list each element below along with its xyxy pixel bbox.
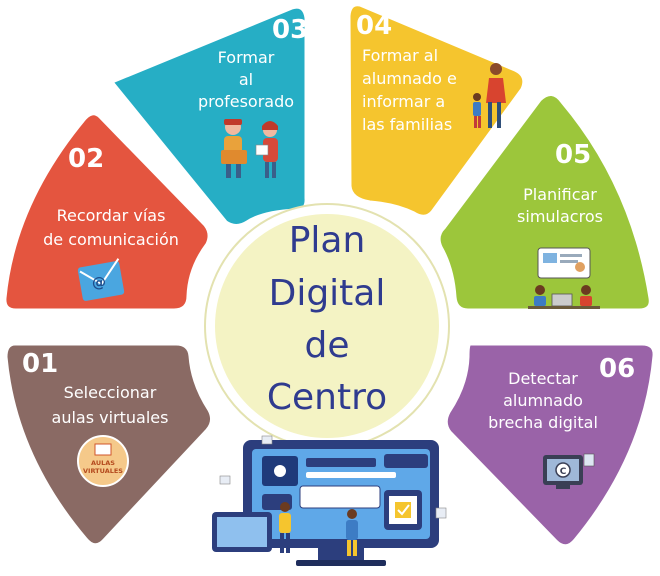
online-class-icon xyxy=(528,247,600,309)
segment-06-number: 06 xyxy=(599,354,635,384)
segment-06-label-line1: Detectar xyxy=(508,369,578,388)
segment-04-shape xyxy=(347,3,526,218)
segment-04: 04 Formar al alumnado e informar a las f… xyxy=(347,3,526,218)
svg-text:C: C xyxy=(560,467,567,477)
segment-02-label-line1: Recordar vías xyxy=(57,206,166,225)
segment-05-label-line1: Planificar xyxy=(523,185,597,204)
segment-03-label-line2: al xyxy=(239,70,253,89)
center-hub: Plan Digital de Centro xyxy=(204,203,450,449)
segment-01-number: 01 xyxy=(22,349,58,379)
center-title-line1: Plan xyxy=(289,220,366,261)
badge-text-line2: VIRTUALES xyxy=(83,467,123,475)
segment-03-label-line3: profesorado xyxy=(198,92,294,111)
center-title-line4: Centro xyxy=(267,377,387,418)
segment-04-number: 04 xyxy=(356,11,392,41)
svg-text:@: @ xyxy=(92,275,106,291)
segment-03-number: 03 xyxy=(272,15,308,45)
segment-04-label-line4: las familias xyxy=(362,115,452,134)
segment-02-shape xyxy=(3,112,211,312)
segment-02: 02 Recordar vías de comunicación @ xyxy=(3,112,211,312)
segment-03: 03 Formar al profesorado xyxy=(109,5,308,227)
aulas-virtuales-badge-icon: AULAS VIRTUALES xyxy=(77,435,129,487)
center-title-line3: de xyxy=(305,325,350,366)
segment-01-label-line1: Seleccionar xyxy=(64,383,157,402)
segment-05: 05 Planificar simulacros xyxy=(437,93,652,312)
teachers-icon xyxy=(221,119,278,178)
family-icon xyxy=(473,63,506,128)
segment-01-label-line2: aulas virtuales xyxy=(52,408,169,427)
segment-04-label-line2: alumnado e xyxy=(362,69,457,88)
segment-03-label-line1: Formar xyxy=(218,48,275,67)
segment-02-number: 02 xyxy=(68,144,104,174)
segment-01: 01 Seleccionar aulas virtuales AULAS VIR… xyxy=(4,342,214,547)
segment-04-label-line3: informar a xyxy=(362,92,445,111)
segment-04-label-line1: Formar al xyxy=(362,46,438,65)
segment-06: 06 Detectar alumnado brecha digital C xyxy=(444,342,656,548)
digital-devices-illustration-icon xyxy=(212,435,447,566)
segment-02-label-line2: de comunicación xyxy=(43,230,179,249)
center-title-line2: Digital xyxy=(269,273,386,314)
device-access-icon: C xyxy=(543,453,595,489)
segment-05-number: 05 xyxy=(555,140,591,170)
segment-06-shape xyxy=(444,342,656,548)
segment-05-shape xyxy=(437,93,652,312)
segment-06-label-line2: alumnado xyxy=(503,391,583,410)
center-circle xyxy=(215,214,439,438)
segment-06-label-line3: brecha digital xyxy=(488,413,598,432)
email-envelope-icon: @ xyxy=(77,258,125,301)
badge-text-line1: AULAS xyxy=(91,459,115,467)
segment-05-label-line2: simulacros xyxy=(517,207,603,226)
